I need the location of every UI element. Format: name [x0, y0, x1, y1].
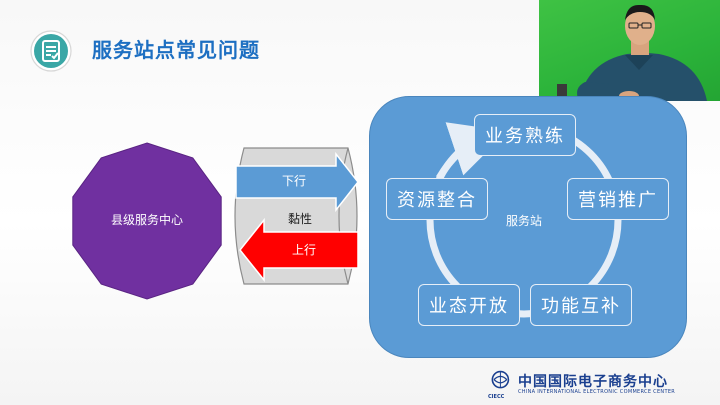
webcam-video: [539, 0, 720, 101]
node-complementary-functions: 功能互补: [530, 284, 632, 326]
node-marketing: 营销推广: [567, 178, 669, 220]
county-center-decagon: [72, 142, 222, 300]
ciecc-logo-icon: [491, 370, 510, 389]
up-arrow: [239, 217, 359, 283]
presenter-figure: [557, 4, 707, 101]
logo-name: 中国国际电子商务中心: [518, 374, 668, 390]
logo-english: CHINA INTERNATIONAL ELECTRONIC COMMERCE …: [518, 389, 676, 395]
down-arrow: [235, 151, 359, 213]
node-business-proficiency: 业务熟练: [474, 114, 576, 156]
up-label: 上行: [292, 243, 317, 257]
node-open-business: 业态开放: [418, 284, 520, 326]
logo-abbr: CIECC: [488, 394, 505, 400]
checklist-clipboard-icon: [30, 30, 72, 72]
sticky-label: 黏性: [288, 212, 313, 226]
link-cylinder: [234, 147, 359, 285]
county-center-label: 县级服务中心: [110, 213, 183, 227]
down-label: 下行: [282, 174, 307, 188]
node-resource-integration: 资源整合: [386, 178, 488, 220]
page-title: 服务站点常见问题: [92, 38, 260, 62]
service-station-label: 服务站: [506, 214, 543, 228]
